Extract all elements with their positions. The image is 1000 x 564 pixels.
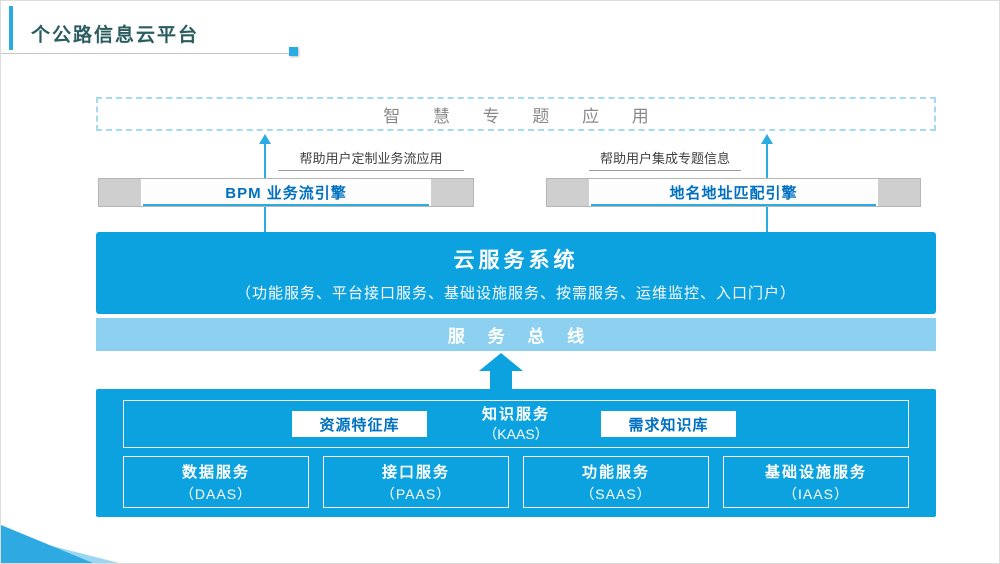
bpm-engine-label-cell: BPM 业务流引擎 <box>143 179 429 206</box>
service-paas-name: 接口服务 <box>381 463 450 481</box>
kaas-label: 知识服务 （KAAS） <box>124 405 908 444</box>
page-title: 个公路信息云平台 <box>31 25 200 46</box>
kaas-abbr: （KAAS） <box>483 426 549 443</box>
service-saas-abbr: （SAAS） <box>580 485 652 502</box>
service-bus-label: 服 务 总 线 <box>447 327 594 346</box>
service-paas: 接口服务 （PAAS） <box>323 456 509 508</box>
kaas-name: 知识服务 <box>481 406 550 423</box>
cloud-service-system-box: 云服务系统 （功能服务、平台接口服务、基础设施服务、按需服务、运维监控、入口门户… <box>96 232 936 314</box>
service-saas-name: 功能服务 <box>581 463 650 481</box>
cloud-service-system-title: 云服务系统 <box>453 248 579 272</box>
service-iaas: 基础设施服务 （IAAS） <box>723 456 909 508</box>
platform-box: 知识服务 （KAAS） 资源特征库 需求知识库 数据服务 （DAAS） 接口服务… <box>96 389 936 517</box>
service-paas-abbr: （PAAS） <box>380 485 452 502</box>
address-match-engine-label: 地名地址匹配引擎 <box>669 185 798 202</box>
engine-bar-end-segment <box>99 179 143 206</box>
big-up-arrow-shaft <box>490 371 512 389</box>
address-match-engine-bar: 地名地址匹配引擎 <box>546 178 921 207</box>
big-up-arrow-head <box>479 353 523 371</box>
service-iaas-name: 基础设施服务 <box>764 463 867 481</box>
service-saas: 功能服务 （SAAS） <box>523 456 709 508</box>
title-underline <box>1 53 293 54</box>
service-iaas-abbr: （IAAS） <box>783 485 849 502</box>
bpm-engine-label: BPM 业务流引擎 <box>225 185 347 202</box>
title-accent-line <box>9 6 13 50</box>
engine-bar-end-segment <box>547 179 591 206</box>
demand-knowledge-db-chip: 需求知识库 <box>601 411 736 437</box>
smart-apps-box: 智 慧 专 题 应 用 <box>96 97 936 131</box>
smart-apps-label: 智 慧 专 题 应 用 <box>383 106 663 126</box>
kaas-area: 知识服务 （KAAS） 资源特征库 需求知识库 <box>123 400 909 448</box>
right-arrow-caption: 帮助用户集成专题信息 <box>589 148 741 171</box>
service-daas: 数据服务 （DAAS） <box>123 456 309 508</box>
engine-bar-end-segment <box>876 179 920 206</box>
engine-bar-end-segment <box>429 179 473 206</box>
cloud-service-system-subtitle: （功能服务、平台接口服务、基础设施服务、按需服务、运维监控、入口门户） <box>235 284 796 302</box>
address-match-engine-label-cell: 地名地址匹配引擎 <box>591 179 876 206</box>
service-bus-bar: 服 务 总 线 <box>96 318 936 351</box>
resource-feature-db-chip: 资源特征库 <box>292 411 427 437</box>
service-daas-abbr: （DAAS） <box>179 485 253 502</box>
service-daas-name: 数据服务 <box>181 463 250 481</box>
big-up-arrow <box>479 353 523 389</box>
title-underline-dot <box>289 47 298 56</box>
bpm-engine-bar: BPM 业务流引擎 <box>98 178 474 207</box>
left-arrow-caption: 帮助用户定制业务流应用 <box>278 148 464 171</box>
services-row: 数据服务 （DAAS） 接口服务 （PAAS） 功能服务 （SAAS） 基础设施… <box>123 456 909 508</box>
